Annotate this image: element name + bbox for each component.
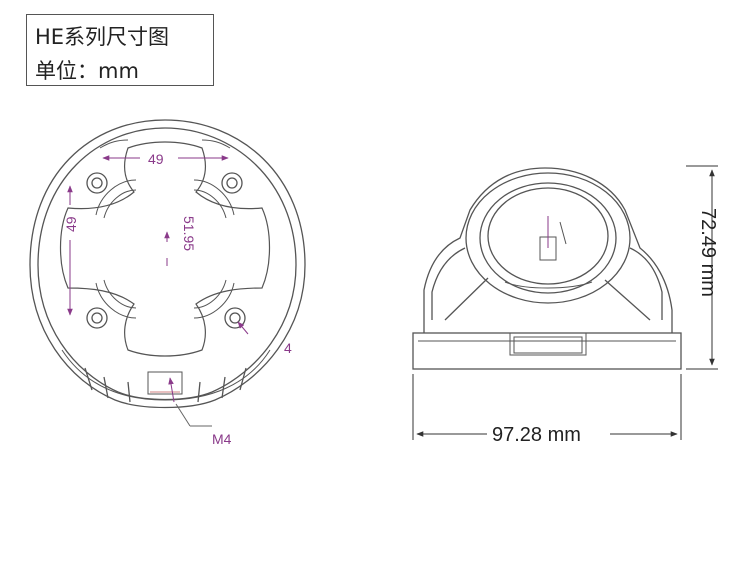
dim-height-49: 49 (63, 216, 79, 232)
screw-hole-top-right (221, 172, 243, 194)
bottom-view (29, 119, 306, 409)
title-box: HE系列尺寸图 单位：mm (26, 14, 214, 86)
dim-height-72-49: 72.49 mm (697, 208, 719, 297)
side-view (412, 167, 682, 370)
thread-hole (147, 371, 183, 395)
thread-label-m4: M4 (212, 431, 232, 447)
unit-label: 单位：mm (35, 59, 139, 83)
dim-width-49: 49 (148, 151, 164, 167)
screw-hole-bottom-right (224, 307, 246, 329)
side-view-dome (465, 172, 631, 304)
dim-screw-4: 4 (284, 340, 292, 356)
screw-hole-bottom-left (86, 307, 108, 329)
side-view-housing (423, 167, 673, 333)
side-view-base (412, 332, 682, 370)
cross-mount-plate (59, 141, 271, 357)
side-view-dimensions (412, 165, 718, 440)
drawing-title: HE系列尺寸图 (35, 25, 170, 49)
dim-center-51-95: 51.95 (181, 216, 197, 251)
dim-width-97-28: 97.28 mm (492, 424, 581, 446)
screw-hole-top-left (86, 172, 108, 194)
bottom-view-outer-shell (29, 119, 306, 409)
bottom-view-dimensions (67, 155, 249, 427)
